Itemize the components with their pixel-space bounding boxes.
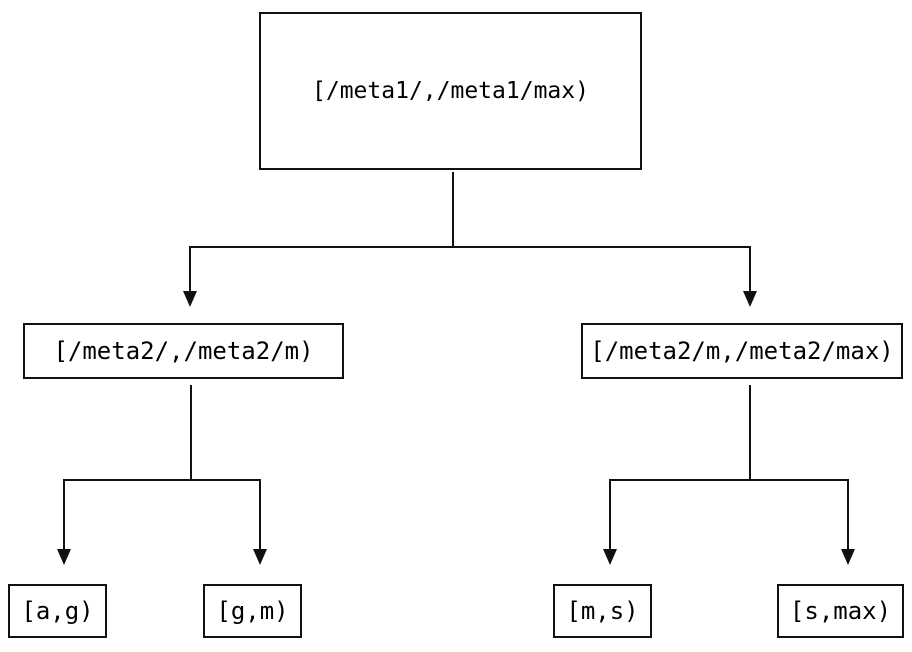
tree-leaf-g-m: [g,m) — [203, 584, 302, 638]
tree-leaf-s-max: [s,max) — [777, 584, 904, 638]
tree-leaf-a-g-label: [a,g) — [21, 597, 94, 625]
tree-leaf-a-g: [a,g) — [8, 584, 107, 638]
tree-leaf-m-s: [m,s) — [553, 584, 652, 638]
connector-right-drop-right — [847, 479, 849, 549]
connector-right-bar — [609, 479, 849, 481]
arrow-down-icon — [253, 549, 267, 565]
tree-node-root-label: [/meta1/,/meta1/max) — [312, 77, 589, 104]
tree-node-meta2-right-label: [/meta2/m,/meta2/max) — [590, 337, 894, 365]
connector-root-drop-left — [189, 246, 191, 291]
tree-leaf-m-s-label: [m,s) — [566, 597, 639, 625]
connector-root-drop-right — [749, 246, 751, 291]
arrow-down-icon — [743, 291, 757, 307]
connector-right-drop-left — [609, 479, 611, 549]
connector-right-trunk — [749, 385, 751, 481]
arrow-down-icon — [183, 291, 197, 307]
tree-node-meta2-left: [/meta2/,/meta2/m) — [23, 323, 344, 379]
arrow-down-icon — [603, 549, 617, 565]
tree-node-meta2-right: [/meta2/m,/meta2/max) — [581, 323, 903, 379]
connector-left-drop-left — [63, 479, 65, 549]
connector-root-trunk — [452, 172, 454, 248]
arrow-down-icon — [57, 549, 71, 565]
tree-node-root: [/meta1/,/meta1/max) — [259, 12, 642, 170]
connector-left-trunk — [190, 385, 192, 481]
tree-leaf-s-max-label: [s,max) — [789, 597, 892, 625]
connector-root-bar — [189, 246, 751, 248]
arrow-down-icon — [841, 549, 855, 565]
connector-left-drop-right — [259, 479, 261, 549]
tree-leaf-g-m-label: [g,m) — [216, 597, 289, 625]
tree-node-meta2-left-label: [/meta2/,/meta2/m) — [53, 337, 314, 365]
connector-left-bar — [63, 479, 261, 481]
